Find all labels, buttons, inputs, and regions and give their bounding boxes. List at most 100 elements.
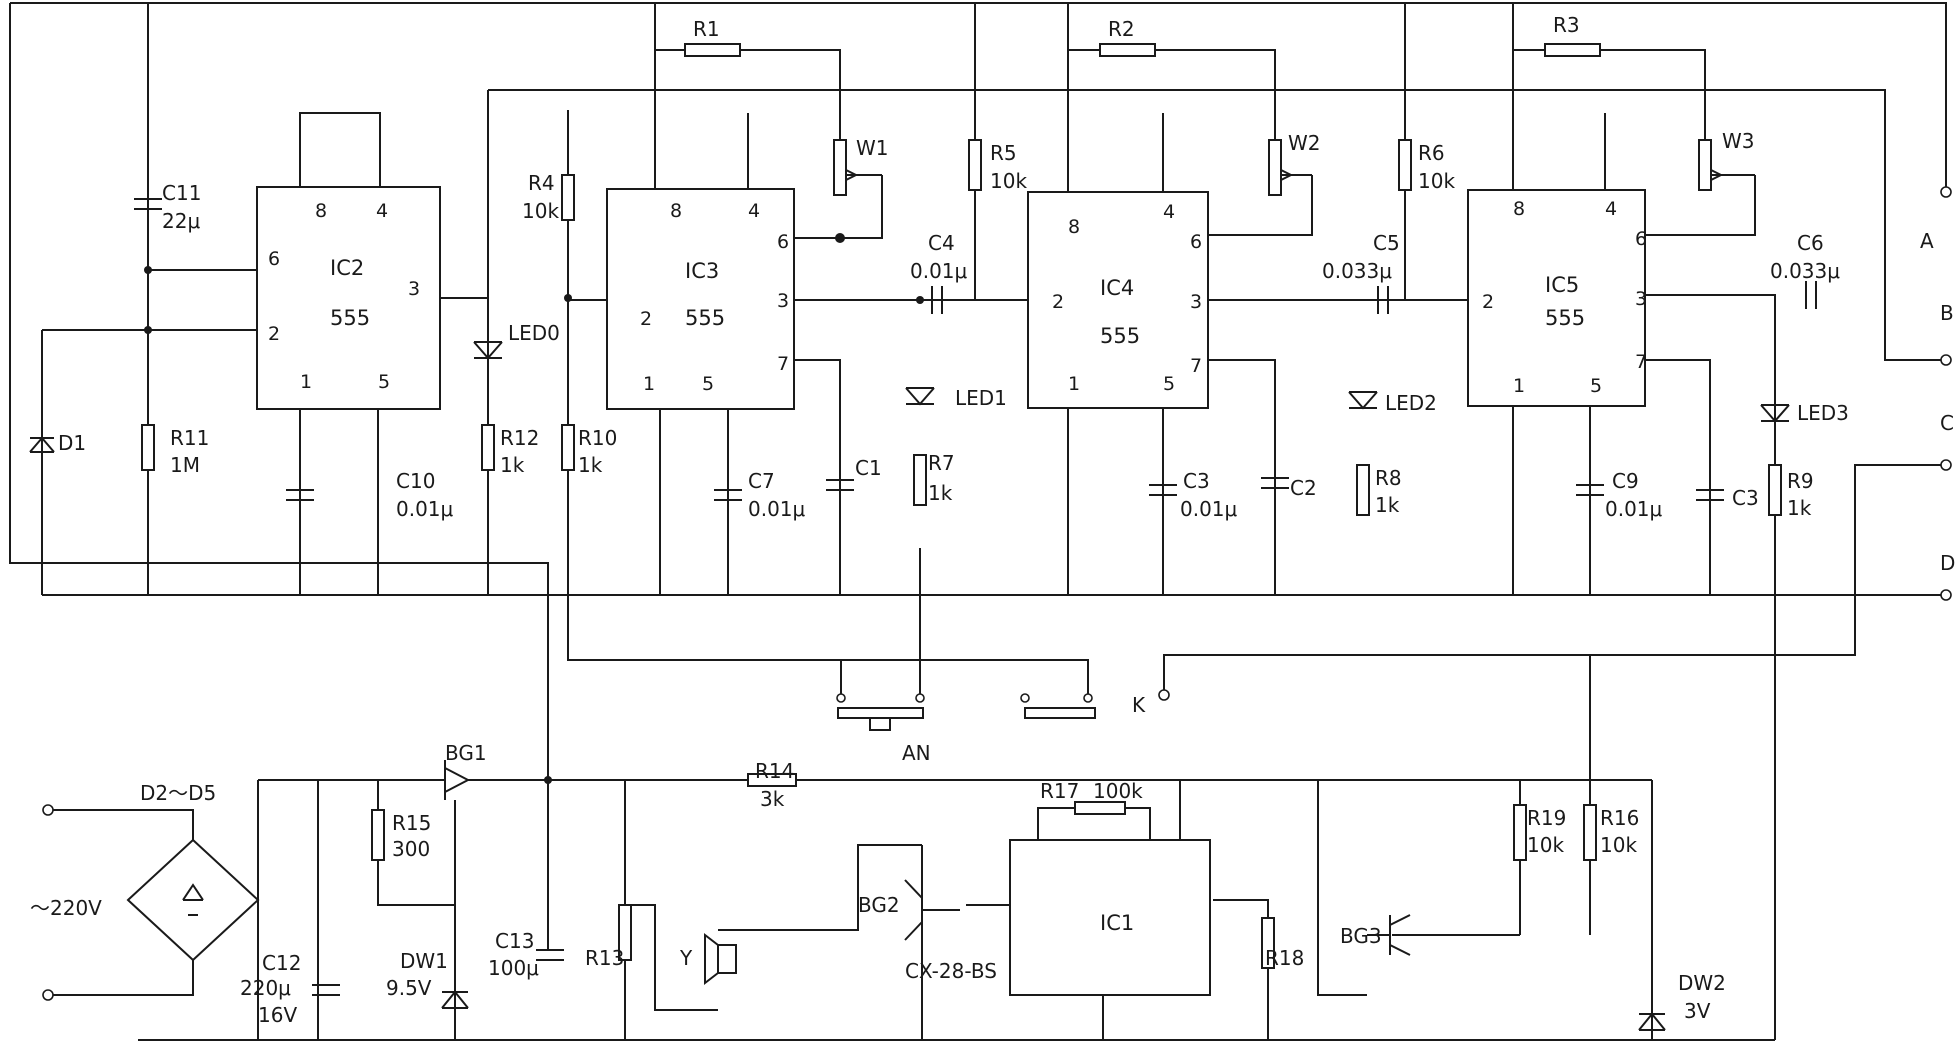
- r7-value: 1k: [928, 481, 953, 505]
- ic1-part-label: CX-28-BS: [905, 959, 997, 983]
- ic5-pin3: 3: [1635, 288, 1647, 310]
- c4-label: C4: [928, 231, 955, 255]
- c12-value: 220μ: [240, 976, 291, 1000]
- w3-label: W3: [1722, 129, 1755, 153]
- c2-label: C2: [1290, 476, 1317, 500]
- junction-dots: [144, 233, 924, 784]
- bg1-label: BG1: [445, 741, 487, 765]
- ic3-pin6: 6: [777, 231, 789, 253]
- ic3-pin5: 5: [702, 373, 714, 395]
- c3b-label: C3: [1732, 486, 1759, 510]
- terminal-k-label: K: [1132, 693, 1146, 717]
- r17-value: 100k: [1093, 779, 1143, 803]
- r3-label: R3: [1553, 13, 1580, 37]
- c3a-value: 0.01μ: [1180, 497, 1238, 521]
- bg2-label: BG2: [858, 893, 900, 917]
- r18-label: R18: [1265, 946, 1304, 970]
- push-button-an: [837, 707, 924, 731]
- ic5-pin8: 8: [1513, 198, 1525, 220]
- ic5-pin7: 7: [1635, 351, 1647, 373]
- ic4-pin8: 8: [1068, 216, 1080, 238]
- bridge-rectifier: [126, 838, 260, 962]
- w2-label: W2: [1288, 131, 1321, 155]
- r16-value: 10k: [1600, 833, 1637, 857]
- ic4-type: 555: [1100, 324, 1140, 348]
- w1-label: W1: [856, 136, 889, 160]
- diodes: [29, 341, 1790, 1031]
- r7-label: R7: [928, 451, 955, 475]
- c9-label: C9: [1612, 469, 1639, 493]
- speaker-label: Y: [679, 946, 693, 970]
- r6-value: 10k: [1418, 169, 1455, 193]
- r5-label: R5: [990, 141, 1017, 165]
- r15-value: 300: [392, 837, 430, 861]
- r10-label: R10: [578, 426, 617, 450]
- c12-voltage: 16V: [258, 1003, 297, 1027]
- ic5-pin6: 6: [1635, 228, 1647, 250]
- ic3-pin3: 3: [777, 290, 789, 312]
- speaker: [704, 932, 737, 986]
- r12-label: R12: [500, 426, 539, 450]
- ic5-chip: IC5 555 8 4 6 3 7 2 1 5: [1467, 189, 1647, 407]
- ac-input-label: ～220V: [30, 896, 102, 920]
- r9-label: R9: [1787, 469, 1814, 493]
- r9-value: 1k: [1787, 496, 1812, 520]
- ic3-pin4: 4: [748, 200, 760, 222]
- ic5-pin4: 4: [1605, 198, 1617, 220]
- ic5-pin1: 1: [1513, 375, 1525, 397]
- r4-label: R4: [528, 171, 555, 195]
- c1-label: C1: [855, 456, 882, 480]
- terminal-d-label: D: [1940, 551, 1955, 575]
- potentiometers: [833, 139, 1755, 196]
- ic4-pin1: 1: [1068, 373, 1080, 395]
- ic5-pin2: 2: [1482, 291, 1494, 313]
- r11-value: 1M: [170, 453, 200, 477]
- r11-label: R11: [170, 426, 209, 450]
- ic1-chip: IC1: [1009, 839, 1211, 996]
- c7-value: 0.01μ: [748, 497, 806, 521]
- bridge-label: D2～D5: [140, 781, 216, 805]
- r8-value: 1k: [1375, 493, 1400, 517]
- switch-contact: [1024, 707, 1096, 719]
- r5-value: 10k: [990, 169, 1027, 193]
- transistors: [428, 760, 1411, 956]
- ic4-pin4: 4: [1163, 201, 1175, 223]
- ic4-pin6: 6: [1190, 231, 1202, 253]
- c5-label: C5: [1373, 231, 1400, 255]
- ic3-label: IC3: [685, 259, 719, 283]
- ic2-pin6: 6: [268, 248, 280, 270]
- ic2-pin4: 4: [376, 200, 388, 222]
- ic5-label: IC5: [1545, 273, 1579, 297]
- ic2-pin8: 8: [315, 200, 327, 222]
- terminal-a-label: A: [1920, 229, 1934, 253]
- ic2-pin1: 1: [300, 371, 312, 393]
- bg3-label: BG3: [1340, 924, 1382, 948]
- c11-label: C11: [162, 181, 201, 205]
- led2-label: LED2: [1385, 391, 1437, 415]
- dw1-label: DW1: [400, 949, 448, 973]
- c6-value: 0.033μ: [1770, 259, 1840, 283]
- r19-value: 10k: [1527, 833, 1564, 857]
- ic1-label: IC1: [1100, 911, 1134, 935]
- c4-value: 0.01μ: [910, 259, 968, 283]
- ic5-pin5: 5: [1590, 375, 1602, 397]
- ic2-pin3: 3: [408, 278, 420, 300]
- resistors: [141, 43, 1782, 969]
- ic4-pin5: 5: [1163, 373, 1175, 395]
- ic4-pin7: 7: [1190, 355, 1202, 377]
- r6-label: R6: [1418, 141, 1445, 165]
- ic2-type: 555: [330, 306, 370, 330]
- c6-label: C6: [1797, 231, 1824, 255]
- c5-value: 0.033μ: [1322, 259, 1392, 283]
- ic2-pin2: 2: [268, 323, 280, 345]
- r16-label: R16: [1600, 806, 1639, 830]
- c11-value: 22μ: [162, 209, 200, 233]
- r15-label: R15: [392, 811, 431, 835]
- r13-label: R13: [585, 946, 624, 970]
- c12-label: C12: [262, 951, 301, 975]
- r17-label: R17: [1040, 779, 1079, 803]
- ic5-type: 555: [1545, 306, 1585, 330]
- wiring: [9, 2, 1947, 1041]
- ic3-type: 555: [685, 306, 725, 330]
